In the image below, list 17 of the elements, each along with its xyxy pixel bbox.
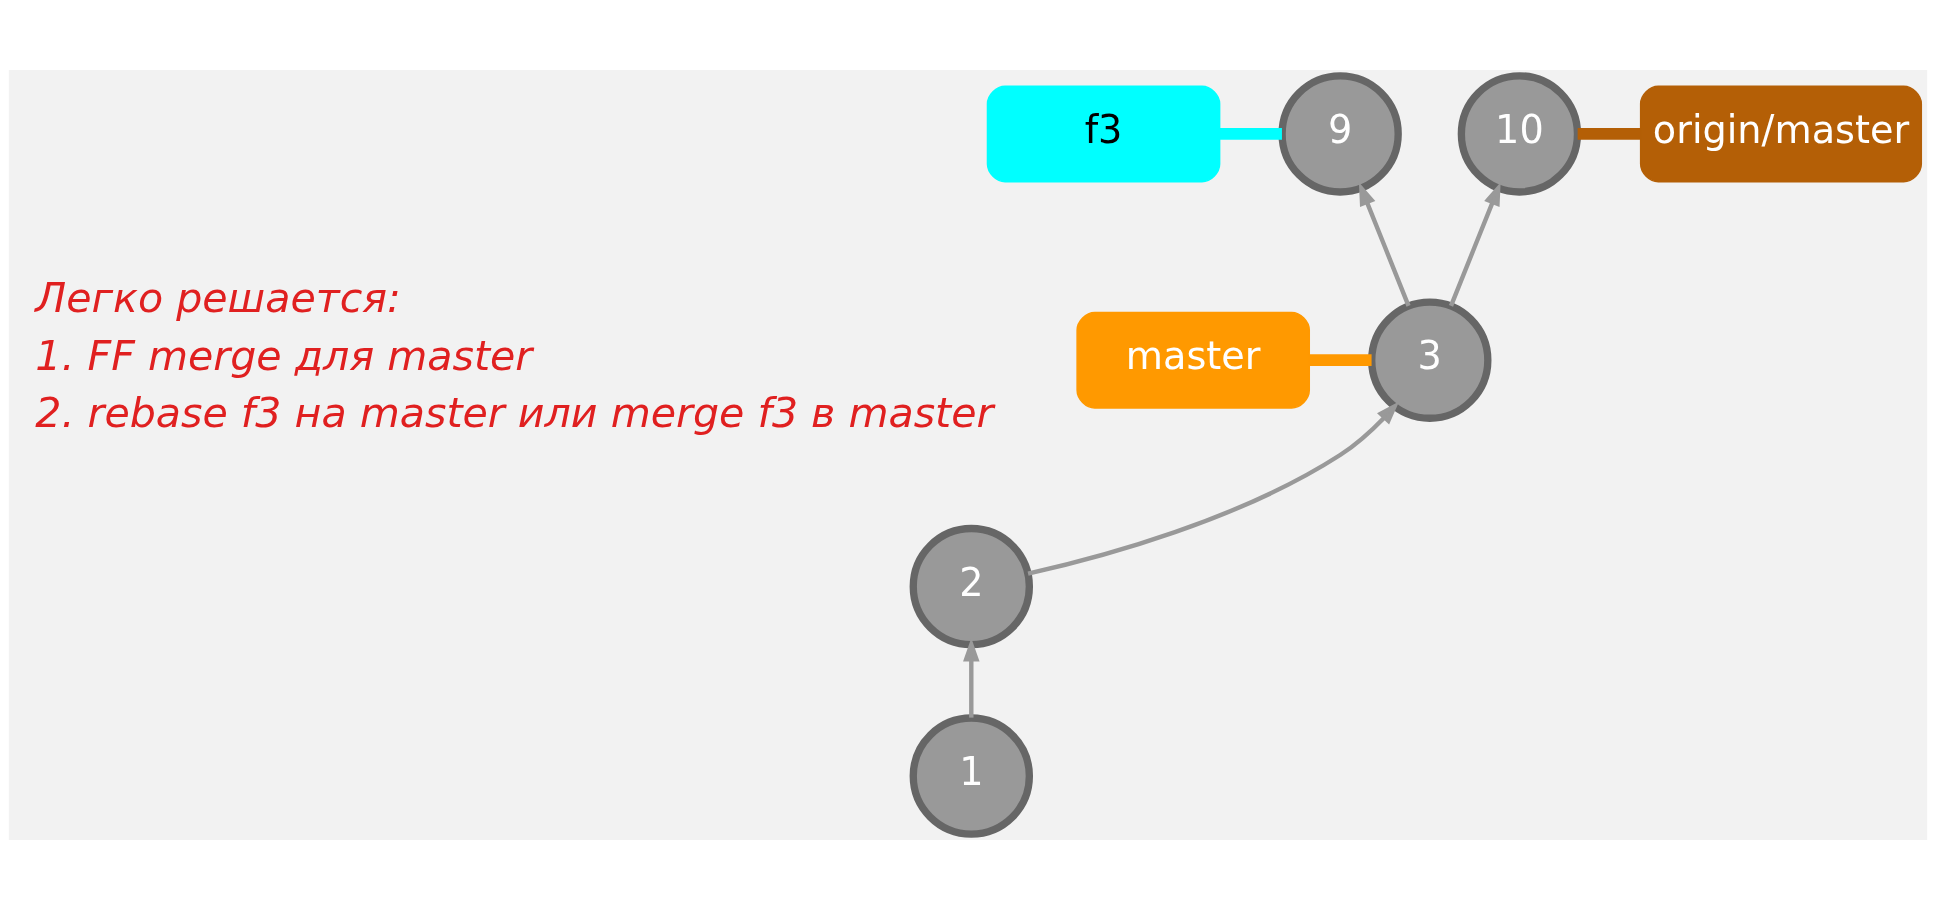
node-circle: 2 xyxy=(909,524,1034,649)
label: 2. rebase f3 на master или merge f3 в master xyxy=(35,388,994,437)
node-circle: 9 xyxy=(1278,72,1402,196)
connector xyxy=(1309,354,1372,367)
node-circle: 10 xyxy=(1457,72,1582,196)
label: 1. FF merge для master xyxy=(35,331,533,380)
node-box: master xyxy=(1076,311,1310,409)
node-circle: 3 xyxy=(1368,298,1492,422)
node-box: origin/master xyxy=(1639,85,1923,183)
node-box: f3 xyxy=(986,85,1221,183)
arrow xyxy=(1358,182,1411,307)
connector xyxy=(1577,128,1641,140)
connector xyxy=(1220,128,1282,140)
arrow xyxy=(1449,182,1501,307)
arrow xyxy=(1027,401,1400,576)
node-circle: 1 xyxy=(909,714,1034,838)
label: Легко решается: xyxy=(35,274,401,323)
